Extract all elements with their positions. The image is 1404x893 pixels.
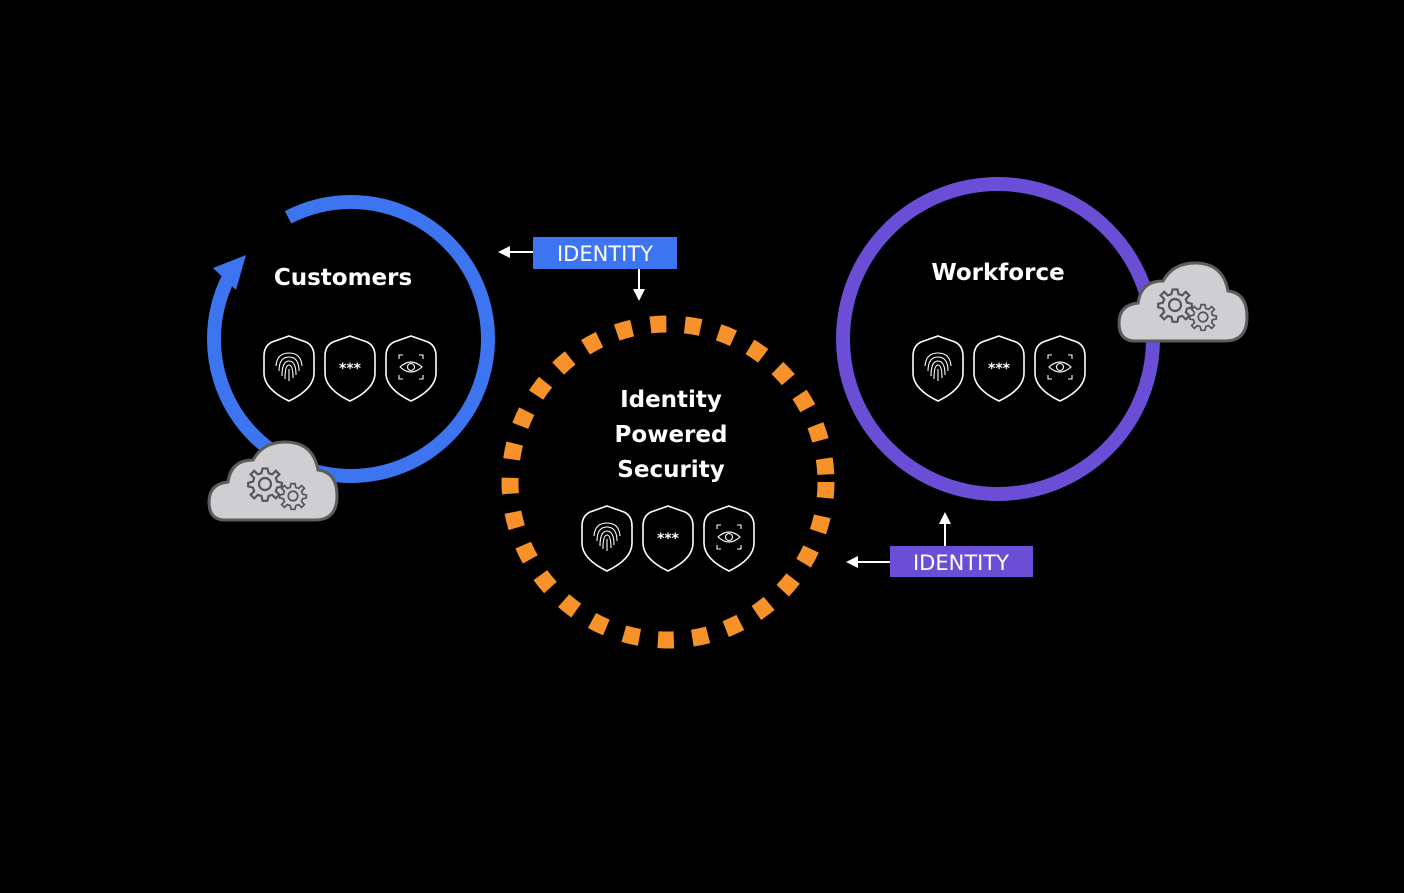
customers-ring: [207, 195, 495, 483]
password-shield-icon: ***: [324, 335, 376, 402]
workforce-node: Workforce ***: [836, 177, 1160, 501]
eye-scan-shield-icon: [1034, 335, 1086, 402]
fingerprint-shield-icon: [581, 505, 633, 572]
password-shield-icon: ***: [973, 335, 1025, 402]
security-title-line-1: Identity: [620, 387, 722, 413]
workforce-ring: [836, 177, 1160, 501]
cloud-gear-icon: [209, 442, 337, 520]
eye-scan-shield-icon: [385, 335, 437, 402]
identity-tag-box: [890, 546, 1033, 577]
identity-tag-label: IDENTITY: [557, 242, 653, 266]
arrow-down-icon: [633, 289, 645, 301]
fingerprint-shield-icon: [263, 335, 315, 402]
identity-tag-label: IDENTITY: [913, 551, 1009, 575]
arrow-up-icon: [939, 512, 951, 524]
password-mask: ***: [339, 361, 362, 377]
security-title-line-3: Security: [617, 457, 724, 483]
fingerprint-shield-icon: [912, 335, 964, 402]
security-ring: [501, 315, 835, 649]
identity-tag-workforce: IDENTITY: [846, 512, 1033, 577]
workforce-title: Workforce: [931, 260, 1064, 286]
security-node: Identity Powered Security ***: [501, 315, 835, 649]
password-shield-icon: ***: [642, 505, 694, 572]
arrow-left-icon: [498, 246, 510, 258]
identity-tag-customers: IDENTITY: [498, 237, 677, 301]
security-title-line-2: Powered: [615, 422, 728, 448]
password-mask: ***: [988, 361, 1011, 377]
arrow-left-icon: [846, 556, 858, 568]
customers-node: Customers ***: [207, 195, 495, 483]
identity-tag-box: [533, 237, 677, 269]
password-mask: ***: [657, 531, 680, 547]
refresh-arrow-icon: [213, 255, 246, 290]
customers-title: Customers: [274, 265, 412, 291]
eye-scan-shield-icon: [703, 505, 755, 572]
